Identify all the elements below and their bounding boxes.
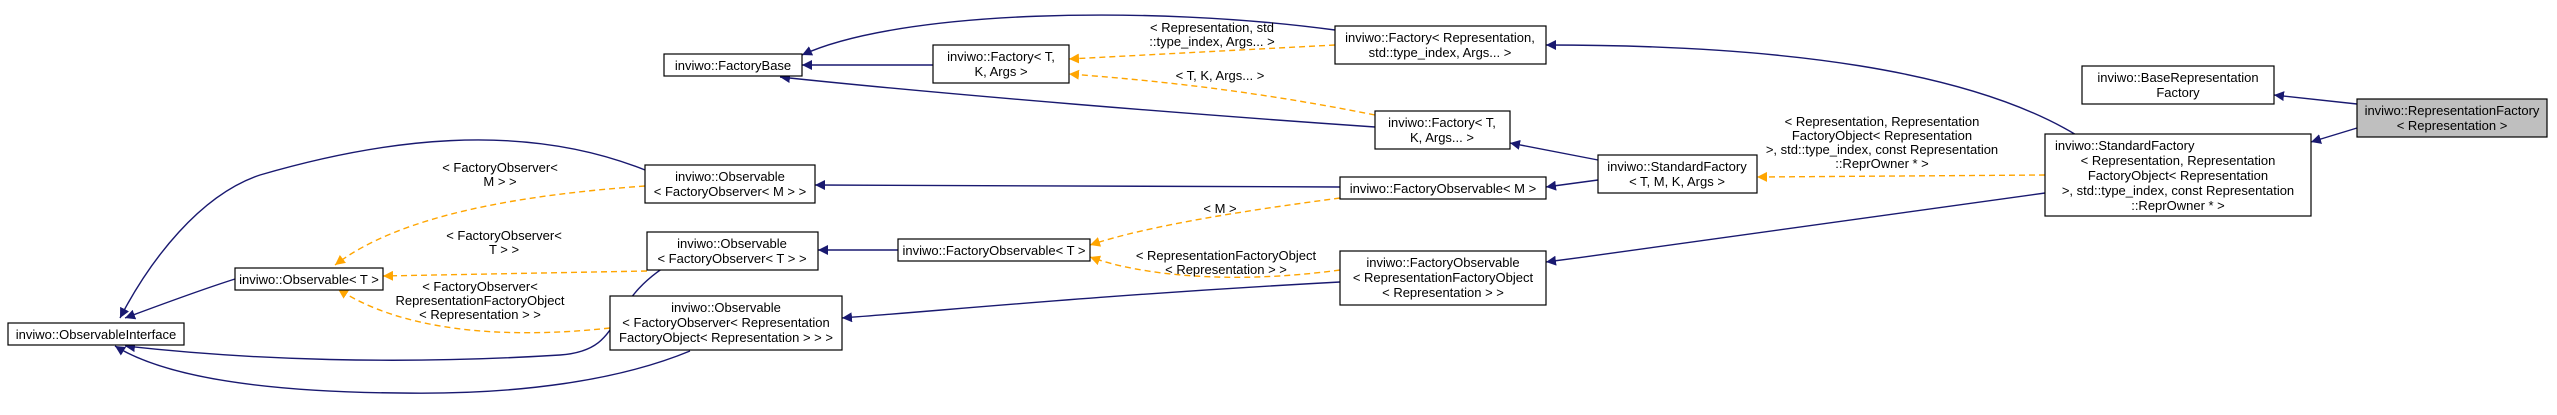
node-factory-t-k-args-ellipsis[interactable]: inviwo::Factory< T, K, Args... > <box>1374 110 1511 150</box>
node-label-line: inviwo::Factory< T, <box>1388 115 1496 130</box>
node-label-line: inviwo::Observable <box>671 300 781 315</box>
node-label-line: < FactoryObserver< M > > <box>654 184 806 199</box>
node-label-line: < Representation > > <box>1382 285 1504 300</box>
node-label-line: inviwo::FactoryBase <box>675 58 791 73</box>
edge-labels: < FactoryObserver< M > > < FactoryObserv… <box>395 20 1998 322</box>
node-label-line: K, Args > <box>974 64 1027 79</box>
edge-label-line: < RepresentationFactoryObject <box>1136 248 1317 263</box>
edge-label-line: < T, K, Args... > <box>1176 68 1265 83</box>
edge-standard-factory-t-to-factory-t-ellipsis <box>1509 139 1599 161</box>
edge-factory-observable-repr-to-observable-fo-repr <box>841 281 1341 323</box>
node-label-line: inviwo::StandardFactory <box>1607 159 1747 174</box>
edge-label-line: FactoryObject< Representation <box>1792 128 1972 143</box>
edge-label-line: < Representation, Representation <box>1785 114 1980 129</box>
node-label-line: FactoryObject< Representation <box>2088 168 2268 183</box>
node-observable-factory-observer-t[interactable]: inviwo::Observable < FactoryObserver< T … <box>646 231 819 271</box>
edge-label-factory-observer-m: < FactoryObserver< M > > <box>442 160 558 189</box>
template-edge-observable-fo-t <box>382 270 648 281</box>
node-label-line: inviwo::ObservableInterface <box>16 327 176 342</box>
edge-factory-repr-to-factory-base <box>801 14 1336 56</box>
node-factory-observable-repr[interactable]: inviwo::FactoryObservable < Representati… <box>1339 250 1547 306</box>
node-label-line: < RepresentationFactoryObject <box>1353 270 1534 285</box>
template-edge-standard-factory-repr <box>1756 171 2046 182</box>
node-label-line: inviwo::Observable <box>677 236 787 251</box>
node-label-line: inviwo::StandardFactory <box>2055 138 2195 153</box>
node-observable-factory-observer-repr[interactable]: inviwo::Observable < FactoryObserver< Re… <box>609 295 843 351</box>
node-label-line: inviwo::Observable <box>675 169 785 184</box>
node-label-line: FactoryObject< Representation > > > <box>619 330 833 345</box>
edge-label-line: ::ReprOwner * > <box>1835 156 1929 171</box>
edge-label-line: M > > <box>483 174 516 189</box>
template-edges <box>334 44 2046 334</box>
edge-representation-factory-to-base-representation-factory <box>2273 91 2358 105</box>
edge-label-line: >, std::type_index, const Representation <box>1766 142 1998 157</box>
edge-standard-factory-t-to-factory-observable-m <box>1545 179 1599 191</box>
edge-label-m: < M > <box>1203 201 1236 216</box>
node-observable-factory-observer-m[interactable]: inviwo::Observable < FactoryObserver< M … <box>644 164 816 204</box>
node-label-line: ::ReprOwner * > <box>2131 198 2225 213</box>
node-label-line: inviwo::Factory< Representation, <box>1345 30 1535 45</box>
node-standard-factory-t[interactable]: inviwo::StandardFactory < T, M, K, Args … <box>1597 154 1758 194</box>
node-factory-observable-t[interactable]: inviwo::FactoryObservable< T > <box>897 238 1091 262</box>
node-label-line: K, Args... > <box>1410 130 1474 145</box>
node-standard-factory-repr[interactable]: inviwo::StandardFactory < Representation… <box>2044 133 2312 217</box>
edge-label-line: RepresentationFactoryObject <box>395 293 564 308</box>
edge-standard-factory-repr-to-factory-observable-repr <box>1545 192 2046 266</box>
node-label-line: >, std::type_index, const Representation <box>2062 183 2294 198</box>
edge-label-line: T > > <box>489 242 519 257</box>
node-observable-interface[interactable]: inviwo::ObservableInterface <box>7 322 185 346</box>
class-nodes: inviwo::ObservableInterface inviwo::Obse… <box>7 25 2548 351</box>
node-factory-repr-typeindex[interactable]: inviwo::Factory< Representation, std::ty… <box>1334 25 1547 65</box>
node-label-line: inviwo::FactoryObservable< M > <box>1350 181 1536 196</box>
edge-label-factory-observer-t: < FactoryObserver< T > > <box>446 228 562 257</box>
node-label-line: < FactoryObserver< T > > <box>657 251 806 266</box>
node-label-line: Factory <box>2156 85 2200 100</box>
edge-factory-t-ellipsis-to-factory-base <box>779 73 1376 128</box>
edge-standard-factory-repr-to-factory-repr <box>1545 40 2079 137</box>
edge-label-line: < FactoryObserver< <box>446 228 562 243</box>
edge-label-factory-observer-repr: < FactoryObserver< RepresentationFactory… <box>395 279 564 322</box>
node-label-line: < Representation > <box>2397 118 2508 133</box>
node-factory-observable-m[interactable]: inviwo::FactoryObservable< M > <box>1339 176 1547 200</box>
node-label-line: std::type_index, Args... > <box>1369 45 1512 60</box>
edge-label-line: < Representation > > <box>1165 262 1287 277</box>
node-label-line: < T, M, K, Args > <box>1629 174 1725 189</box>
template-edge-factory-t-ellipsis <box>1068 69 1376 116</box>
node-base-representation-factory[interactable]: inviwo::BaseRepresentation Factory <box>2081 65 2275 105</box>
node-label-line: inviwo::FactoryObservable< T > <box>902 243 1085 258</box>
node-label-line: < FactoryObserver< Representation <box>622 315 829 330</box>
node-label-line: inviwo::FactoryObservable <box>1366 255 1519 270</box>
template-edge-factory-repr <box>1068 44 1336 64</box>
template-edge-factory-observable-m <box>1089 197 1341 247</box>
edge-observable-fo-t-to-observable-interface <box>124 257 681 361</box>
edge-label-repr-std-typeindex: < Representation, std ::type_index, Args… <box>1149 20 1274 49</box>
edge-representation-factory-to-standard-factory-repr <box>2310 127 2358 144</box>
node-label-line: < Representation, Representation <box>2081 153 2276 168</box>
node-representation-factory[interactable]: inviwo::RepresentationFactory < Represen… <box>2356 98 2548 138</box>
edge-label-line: < M > <box>1203 201 1236 216</box>
edge-observable-fo-m-to-observable-interface <box>119 139 646 319</box>
node-label-line: inviwo::BaseRepresentation <box>2097 70 2258 85</box>
edge-label-line: < Representation > > <box>419 307 541 322</box>
node-observable-t[interactable]: inviwo::Observable< T > <box>234 267 384 291</box>
edge-observable-fo-repr-to-observable-interface <box>114 345 691 394</box>
node-factory-t-k-args[interactable]: inviwo::Factory< T, K, Args > <box>932 44 1070 84</box>
node-label-line: inviwo::RepresentationFactory <box>2365 103 2540 118</box>
node-label-line: inviwo::Factory< T, <box>947 49 1055 64</box>
template-edge-factory-observable-repr <box>1089 255 1341 278</box>
edge-label-line: ::type_index, Args... > <box>1149 34 1274 49</box>
template-edge-observable-fo-repr <box>337 288 611 334</box>
edge-label-line: < FactoryObserver< <box>442 160 558 175</box>
node-label-line: inviwo::Observable< T > <box>239 272 379 287</box>
edge-label-line: < FactoryObserver< <box>422 279 538 294</box>
node-factory-base[interactable]: inviwo::FactoryBase <box>663 53 803 77</box>
edge-label-repr-factory-object: < RepresentationFactoryObject < Represen… <box>1136 248 1317 277</box>
edge-factory-observable-m-to-observable-fo-m <box>814 180 1341 191</box>
edge-observable-t-to-observable-interface <box>124 278 236 320</box>
edge-label-line: < Representation, std <box>1150 20 1274 35</box>
edge-label-standard-factory-args: < Representation, Representation Factory… <box>1766 114 1998 171</box>
edge-label-t-k-args: < T, K, Args... > <box>1176 68 1265 83</box>
